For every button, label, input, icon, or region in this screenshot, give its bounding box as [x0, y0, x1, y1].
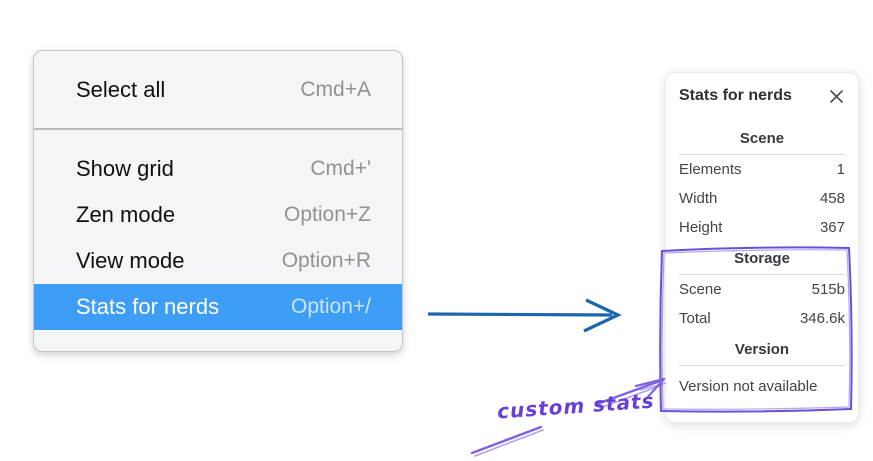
section-heading: Scene	[739, 130, 785, 147]
stat-row-elements: Elements 1	[679, 155, 845, 184]
menu-item-label: View mode	[76, 248, 185, 273]
stat-row-total-size: Total 346.6k	[679, 304, 845, 333]
stat-value: 1	[836, 161, 845, 178]
menu-item-shortcut: Cmd+A	[300, 78, 371, 101]
menu-item-shortcut: Option+/	[291, 295, 371, 318]
section-heading: Storage	[734, 250, 790, 267]
close-icon-glyph	[829, 89, 843, 103]
stat-row-scene-size: Scene 515b	[679, 275, 845, 304]
section-divider	[679, 154, 845, 155]
close-icon[interactable]	[827, 87, 845, 105]
menu-item-zen-mode[interactable]: Zen mode Option+Z	[34, 192, 402, 238]
menu-item-label: Stats for nerds	[76, 294, 220, 319]
stats-panel-title: Stats for nerds	[679, 87, 792, 104]
stat-value: 346.6k	[799, 310, 845, 327]
stat-value: 458	[819, 190, 845, 207]
menu-section-bottom: Show grid Cmd+' Zen mode Option+Z View m…	[34, 130, 402, 351]
custom-stats-annotation: custom stats	[496, 388, 656, 424]
menu-item-stats-for-nerds[interactable]: Stats for nerds Option+/	[34, 284, 402, 330]
menu-section-top: Select all Cmd+A	[34, 51, 402, 128]
flow-arrow	[427, 298, 622, 333]
menu-item-shortcut: Option+Z	[284, 203, 371, 226]
stat-label: Total	[679, 310, 711, 327]
section-heading: Version	[734, 341, 790, 358]
stats-panel: Stats for nerds Scene Elements 1 Width 4…	[665, 72, 859, 423]
menu-item-shortcut: Cmd+'	[310, 157, 371, 180]
stat-value: 515b	[811, 281, 845, 298]
stats-section-version: Version Version not available	[679, 340, 845, 401]
stat-label: Scene	[679, 281, 722, 298]
stat-row-width: Width 458	[679, 184, 845, 213]
menu-item-select-all[interactable]: Select all Cmd+A	[34, 67, 402, 113]
menu-item-show-grid[interactable]: Show grid Cmd+'	[34, 146, 402, 192]
stats-section-scene: Scene Elements 1 Width 458 Height 367	[679, 129, 845, 242]
stats-section-storage: Storage Scene 515b Total 346.6k	[679, 249, 845, 333]
context-menu: Select all Cmd+A Show grid Cmd+' Zen mod…	[33, 50, 403, 352]
section-divider	[679, 365, 845, 366]
stats-panel-header: Stats for nerds	[679, 73, 845, 105]
menu-item-shortcut: Option+R	[281, 249, 371, 272]
menu-item-label: Zen mode	[76, 202, 176, 227]
stat-label: Width	[679, 190, 718, 207]
stat-label: Height	[679, 219, 723, 236]
menu-item-label: Show grid	[76, 156, 174, 181]
stat-value: 367	[819, 219, 845, 236]
menu-item-view-mode[interactable]: View mode Option+R	[34, 238, 402, 284]
version-note: Version not available	[679, 378, 818, 395]
stat-label: Elements	[679, 161, 742, 178]
stat-row-height: Height 367	[679, 213, 845, 242]
menu-item-label: Select all	[76, 77, 166, 102]
menu-divider	[34, 128, 402, 130]
